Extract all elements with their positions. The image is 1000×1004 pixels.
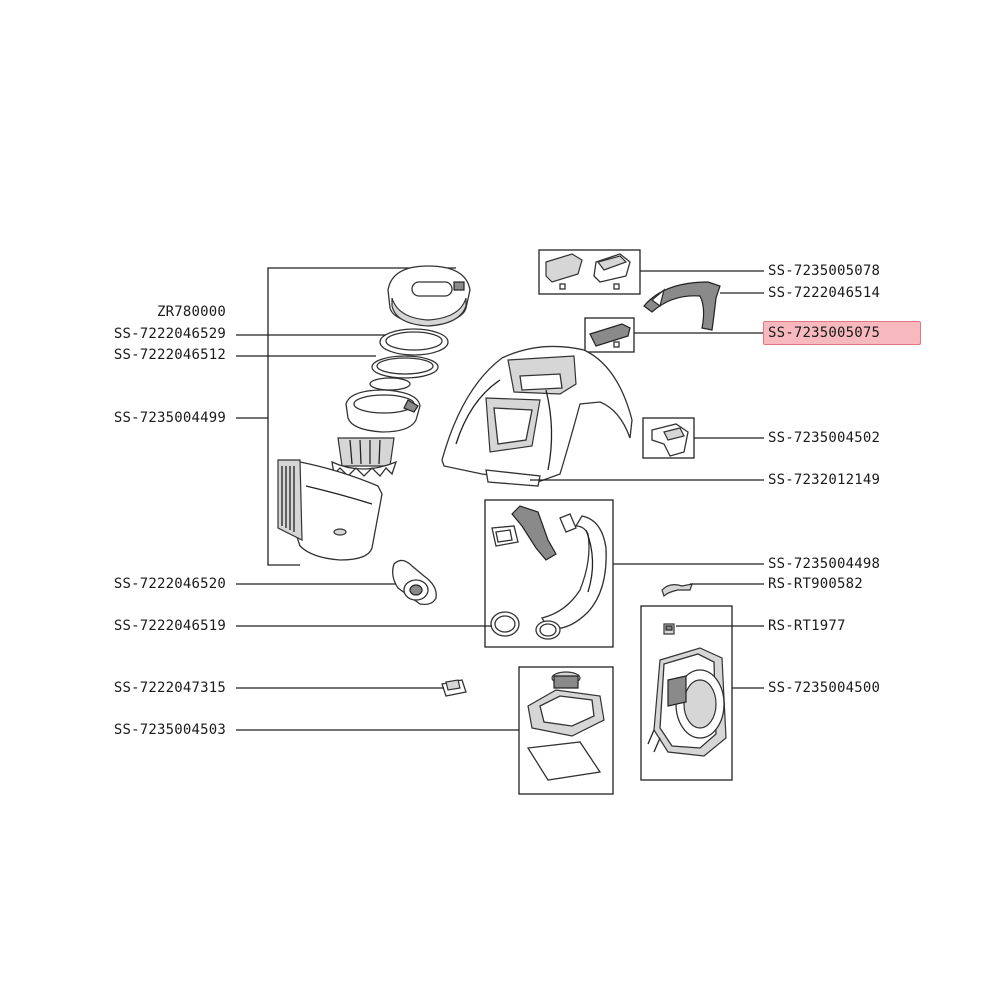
part-label-ss7222047315[interactable]: SS-7222047315: [113, 680, 226, 696]
cyclone-cone-part[interactable]: [331, 437, 398, 477]
part-label-ss7235004503[interactable]: SS-7235004503: [113, 722, 226, 738]
part-label-ss7235005078[interactable]: SS-7235005078: [768, 263, 881, 279]
switch-part[interactable]: [663, 623, 675, 635]
exhaust-filter-part[interactable]: [526, 671, 605, 781]
dust-container-group-bracket: [236, 267, 456, 566]
motor-unit-box: [640, 605, 733, 781]
part-label-rsrt1977[interactable]: RS-RT1977: [768, 618, 846, 634]
part-label-ss7235004499[interactable]: SS-7235004499: [113, 410, 226, 426]
filter-cup-part[interactable]: [345, 389, 421, 433]
hose-assembly-part[interactable]: [491, 505, 607, 640]
handle-buttons-box: [538, 249, 641, 295]
latch-part[interactable]: [651, 423, 689, 457]
release-button-part[interactable]: [589, 323, 631, 348]
dust-bin-part[interactable]: [277, 459, 383, 561]
part-label-ss7235004498[interactable]: SS-7235004498: [768, 556, 881, 572]
part-label-ss7222046514[interactable]: SS-7222046514: [768, 285, 881, 301]
hose-assembly-box: [484, 499, 614, 648]
small-ring-part[interactable]: [369, 377, 411, 391]
main-body-cover-part[interactable]: [441, 345, 633, 487]
part-label-zr780000[interactable]: ZR780000: [156, 304, 226, 320]
part-label-ss7222046512[interactable]: SS-7222046512: [113, 347, 226, 363]
carry-handle-part[interactable]: [643, 281, 764, 331]
motor-unit-part[interactable]: [647, 647, 727, 757]
part-label-ss7235004500[interactable]: SS-7235004500: [768, 680, 881, 696]
lid-seal-part[interactable]: [379, 328, 449, 356]
filter-seal-part[interactable]: [371, 355, 439, 379]
part-label-ss7222046529[interactable]: SS-7222046529: [113, 326, 226, 342]
inlet-ring-part[interactable]: [490, 611, 520, 637]
handle-buttons-part[interactable]: [545, 253, 631, 290]
release-button-box: [584, 317, 635, 353]
part-label-rsrt900582[interactable]: RS-RT900582: [768, 576, 863, 592]
small-spring-clip-part[interactable]: [661, 583, 693, 598]
part-label-ss7222046519[interactable]: SS-7222046519: [113, 618, 226, 634]
part-label-ss7235005075-highlighted[interactable]: SS-7235005075: [763, 321, 921, 345]
part-label-ss7232012149[interactable]: SS-7232012149: [768, 472, 881, 488]
part-label-ss7222046520[interactable]: SS-7222046520: [113, 576, 226, 592]
inlet-elbow-part[interactable]: [392, 559, 437, 606]
clip-part[interactable]: [441, 679, 467, 697]
part-label-ss7235004502[interactable]: SS-7235004502: [768, 430, 881, 446]
cyclone-lid-part[interactable]: [387, 265, 471, 327]
